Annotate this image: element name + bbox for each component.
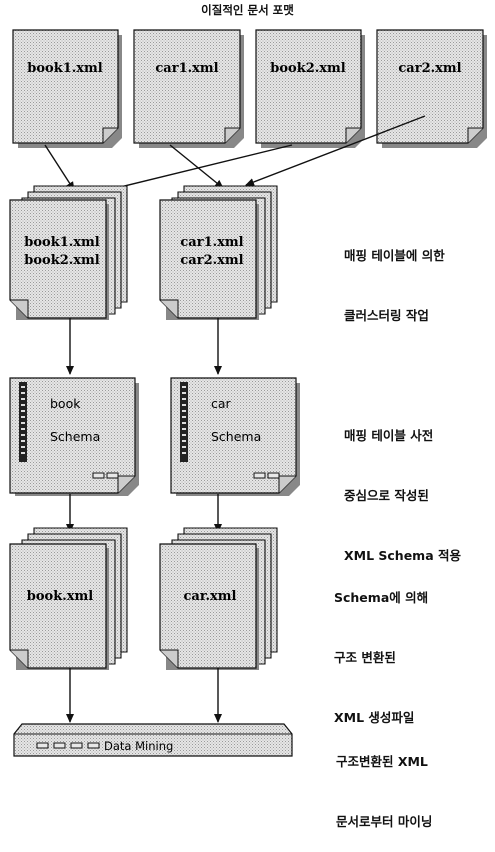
schema-doc-book: book Schema (10, 378, 139, 496)
cluster-car-line-2: car2.xml (180, 253, 243, 268)
schema-car-line-2: Schema (211, 429, 261, 444)
input-doc-2: car1.xml (134, 30, 244, 148)
step-note-mining: 구조변환된 XML 문서로부터 마이닝 (336, 712, 432, 852)
data-mining-label: Data Mining (104, 739, 173, 753)
output-car-label: car.xml (184, 589, 237, 604)
schema-book-line-2: Schema (50, 429, 100, 444)
output-stack-book: book.xml (10, 528, 127, 670)
step-note-mining-line-2: 문서로부터 마이닝 (336, 812, 432, 832)
arrow-car1-to-car-cluster (170, 145, 223, 188)
output-stack-car: car.xml (160, 528, 277, 670)
step-note-schema-line-2: 중심으로 작성된 (344, 486, 461, 506)
input-doc-1-label: book1.xml (27, 61, 103, 76)
input-doc-4: car2.xml (377, 30, 487, 148)
arrows-schema-to-output (70, 494, 218, 532)
output-book-label: book.xml (27, 589, 93, 604)
input-doc-3-label: book2.xml (270, 61, 346, 76)
schema-book-line-1: book (50, 396, 81, 411)
schema-car-line-1: car (211, 396, 232, 411)
step-note-clustering-line-1: 매핑 테이블에 의한 (344, 246, 445, 266)
input-doc-2-label: car1.xml (155, 61, 218, 76)
input-doc-1: book1.xml (13, 30, 122, 148)
step-note-mining-line-1: 구조변환된 XML (336, 752, 432, 772)
step-note-clustering-line-2: 클러스터링 작업 (344, 306, 445, 326)
arrows-output-to-mining (70, 668, 218, 722)
arrows-cluster-to-schema (70, 318, 218, 374)
cluster-stack-book: book1.xml book2.xml (10, 186, 127, 320)
cluster-book-line-2: book2.xml (24, 253, 100, 268)
cluster-book-line-1: book1.xml (24, 235, 100, 250)
step-note-transform-line-1: Schema에 의해 (334, 588, 428, 608)
step-note-clustering: 매핑 테이블에 의한 클러스터링 작업 (344, 206, 445, 346)
arrow-book2-to-book-cluster (100, 145, 292, 192)
schema-doc-car: car Schema (171, 378, 300, 496)
cluster-stack-car: car1.xml car2.xml (160, 186, 277, 320)
data-mining-box: Data Mining (14, 724, 292, 756)
step-note-transform-line-2: 구조 변환된 (334, 648, 428, 668)
input-doc-4-label: car2.xml (398, 61, 461, 76)
arrow-book1-to-book-cluster (45, 145, 74, 190)
step-note-schema-line-1: 매핑 테이블 사전 (344, 426, 461, 446)
cluster-car-line-1: car1.xml (180, 235, 243, 250)
input-doc-3: book2.xml (256, 30, 365, 148)
